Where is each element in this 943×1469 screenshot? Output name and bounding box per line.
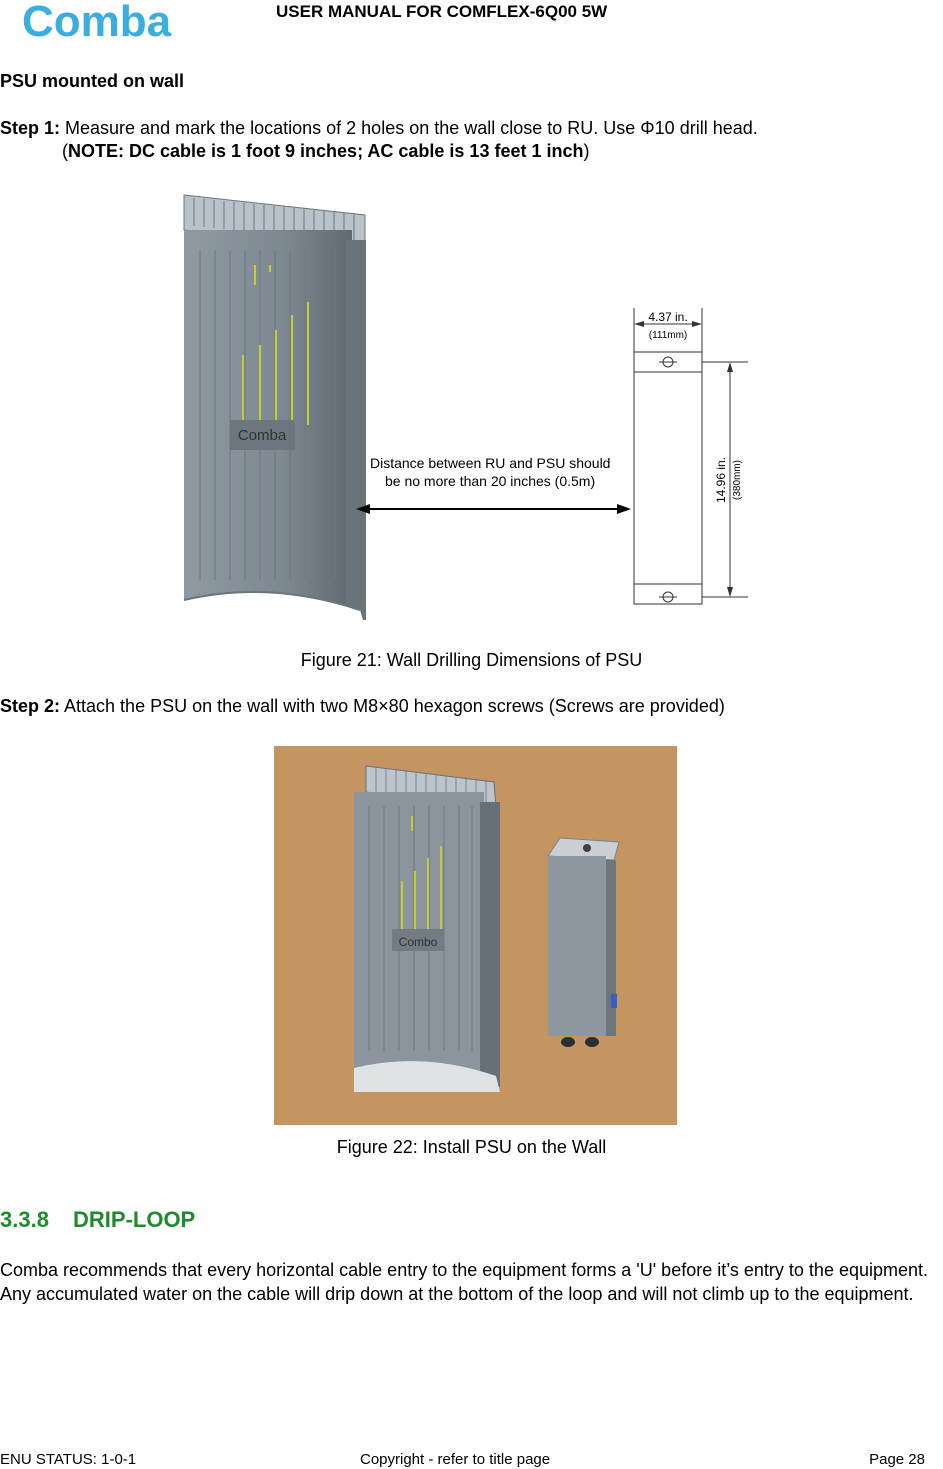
step2-paragraph: Step 2: Attach the PSU on the wall with … [0,696,725,717]
width-mm-label: (111mm) [649,330,688,341]
step2-text: Attach the PSU on the wall with two M8×8… [60,696,725,716]
step2-label: Step 2: [0,696,61,716]
step1-label: Step 1: [0,118,61,138]
height-label: 14.96 in. [714,457,728,503]
arrow-head-left [356,504,370,514]
note-text: NOTE: DC cable is 1 foot 9 inches; AC ca… [68,141,584,161]
figure22-image: Combo [274,746,677,1125]
remote-unit-image: Comba [183,194,366,630]
figure21-drawing: Comba Distance between RU and PSU should… [183,194,748,630]
step1-note: (NOTE: DC cable is 1 foot 9 inches; AC c… [62,141,590,161]
footer-copyright: Copyright - refer to title page [360,1451,551,1468]
section-number: 3.3.8 [0,1207,49,1232]
remote-unit-on-wall: Combo [354,765,500,1092]
section-heading: PSU mounted on wall [0,71,185,91]
comba-logo: Comba [22,0,172,42]
ru-logo-on-wall: Combo [399,935,438,949]
document-title: USER MANUAL FOR COMFLEX-6Q00 5W [276,2,608,21]
width-label: 4.37 in. [648,310,687,324]
drip-loop-paragraph: Comba recommends that every horizontal c… [0,1260,929,1304]
distance-note-line1: Distance between RU and PSU should [370,455,610,471]
ru-logo-text: Comba [238,427,287,444]
psu-outline [633,351,703,605]
figure21-caption: Figure 21: Wall Drilling Dimensions of P… [300,650,643,670]
section-title: DRIP-LOOP [73,1207,196,1232]
psu-on-wall [547,837,620,1047]
section-3-3-8-heading: 3.3.8 DRIP-LOOP [0,1207,195,1233]
footer-page-number: Page 28 [869,1451,925,1468]
footer-status: ENU STATUS: 1-0-1 [0,1451,137,1468]
step1-paragraph: Step 1: Measure and mark the locations o… [0,118,758,139]
logo-text: Comba [22,0,172,42]
arrow-head-right [617,504,631,514]
distance-note-line2: be no more than 20 inches (0.5m) [385,473,595,489]
figure22-caption: Figure 22: Install PSU on the Wall [336,1137,607,1157]
height-mm-label: (380mm) [732,460,743,500]
step1-text: Measure and mark the locations of 2 hole… [60,118,758,138]
